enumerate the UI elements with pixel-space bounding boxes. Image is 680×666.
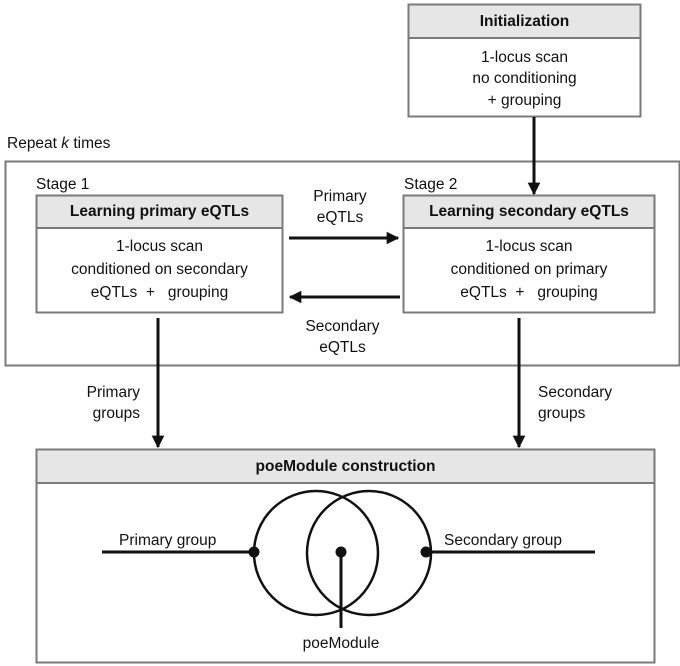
stage2-line-3: eQTLs + grouping (460, 284, 598, 301)
secondary-eqtls-label-2: eQTLs (319, 339, 366, 356)
secondary-group-label: Secondary group (444, 532, 563, 549)
stage2-line-1: 1-locus scan (485, 238, 573, 255)
poemodule-venn (102, 489, 595, 628)
primary-groups-label-1: Primary (86, 384, 140, 401)
primary-eqtls-label-1: Primary (313, 188, 367, 205)
stage1-line-3: eQTLs + grouping (90, 284, 229, 301)
secondary-eqtls-label-1: Secondary (305, 318, 380, 335)
initialization-title: Initialization (479, 13, 570, 30)
primary-group-label: Primary group (119, 532, 217, 549)
initialization-box (407, 3, 642, 118)
initialization-line-1: 1-locus scan (480, 49, 568, 66)
poemodule-box (35, 448, 656, 664)
stage1-title: Learning primary eQTLs (69, 203, 250, 220)
secondary-group-dot (420, 546, 432, 558)
stage2-label: Stage 2 (404, 176, 458, 193)
poemodule-center-label: poeModule (302, 635, 380, 652)
stage2-line-2: conditioned on primary (450, 261, 608, 278)
stage1-line-2: conditioned on secondary (71, 261, 248, 278)
secondary-groups-label-2: groups (538, 405, 586, 422)
stage1-label: Stage 1 (36, 176, 90, 193)
poemodule-dot (335, 546, 347, 558)
primary-groups-label-2: groups (92, 405, 140, 422)
primary-group-dot (248, 546, 260, 558)
repeat-label: Repeat k times (7, 133, 110, 154)
initialization-line-3: + grouping (487, 92, 562, 109)
repeat-prefix: Repeat (7, 135, 62, 152)
stage2-title: Learning secondary eQTLs (429, 203, 629, 220)
stage2-box (402, 194, 656, 314)
initialization-line-2: no conditioning (472, 70, 577, 87)
stage1-line-1: 1-locus scan (115, 238, 203, 255)
secondary-groups-label-1: Secondary (538, 384, 613, 401)
poemodule-title: poeModule construction (255, 458, 436, 475)
stage1-box (35, 194, 284, 314)
primary-eqtls-label-2: eQTLs (316, 209, 364, 226)
repeat-k: k (61, 135, 70, 152)
repeat-suffix: times (69, 135, 111, 152)
